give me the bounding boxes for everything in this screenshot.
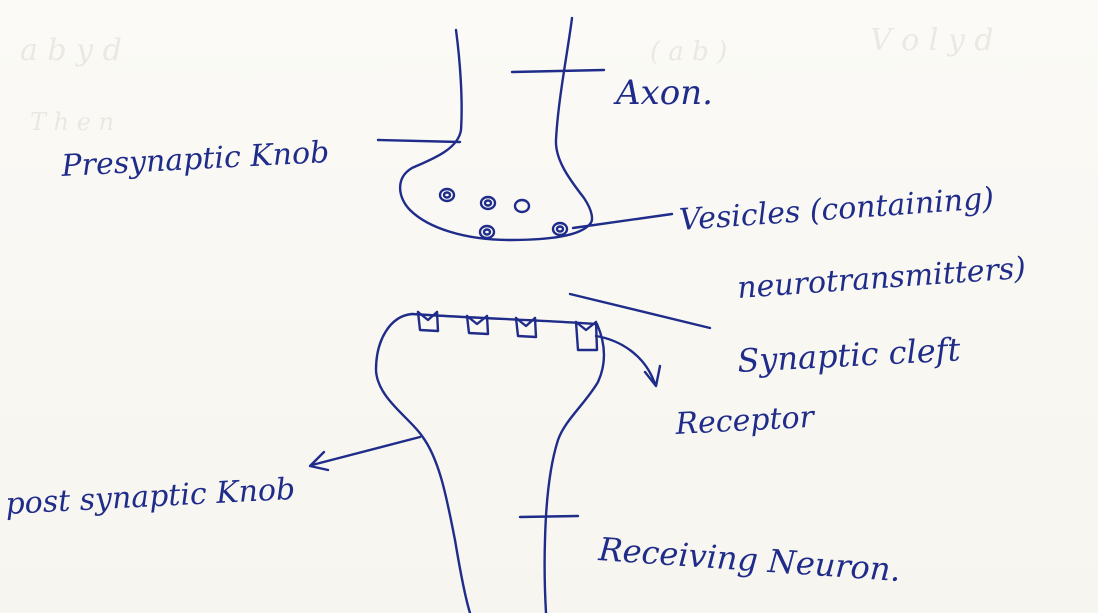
presynaptic-knob-pointer xyxy=(378,140,460,142)
vesicles-pointer xyxy=(573,214,672,228)
svg-text:V o l y d: V o l y d xyxy=(870,23,994,58)
postsynaptic-knob-label: post synaptic Knob xyxy=(5,472,296,522)
presynaptic-neuron xyxy=(400,18,592,240)
svg-text:a b y d: a b y d xyxy=(20,33,122,68)
vesicle xyxy=(440,189,454,201)
presynaptic-right-outline xyxy=(556,18,592,224)
receptors xyxy=(418,312,597,350)
svg-text:( a b ): ( a b ) xyxy=(650,37,727,67)
receptor-label: Receptor xyxy=(674,400,817,442)
postsynaptic-neuron xyxy=(376,314,604,613)
axon-pointer xyxy=(512,70,604,72)
postsynaptic-left-outline xyxy=(376,314,470,613)
presynaptic-left-outline xyxy=(400,30,590,240)
axon-label: Axon. xyxy=(613,73,713,113)
receiving-neuron-pointer xyxy=(520,516,578,517)
vesicles-label-line2: neurotransmitters) xyxy=(736,251,1027,306)
pointer-lines xyxy=(378,140,710,328)
bleed-through-marks: a b y d V o l y d ( a b ) T h e n xyxy=(20,23,994,136)
vesicle xyxy=(515,200,529,212)
receptor-arrow xyxy=(596,336,660,386)
synaptic-cleft-label: Synaptic cleft xyxy=(736,330,961,380)
vesicle xyxy=(480,226,494,238)
vesicles xyxy=(440,189,567,238)
postsynaptic-right-outline xyxy=(545,324,604,613)
postsynaptic-knob-arrow xyxy=(310,437,420,470)
receptor xyxy=(576,322,597,350)
vesicle xyxy=(481,197,495,209)
vesicles-label-line1: Vesicles (containing) xyxy=(678,181,995,238)
svg-text:T h e n: T h e n xyxy=(30,108,114,136)
postsynaptic-top-outline xyxy=(412,314,597,324)
vesicle xyxy=(553,223,567,235)
presynaptic-knob-label: Presynaptic Knob xyxy=(60,135,330,184)
receiving-neuron-label: Receiving Neuron. xyxy=(596,530,902,589)
